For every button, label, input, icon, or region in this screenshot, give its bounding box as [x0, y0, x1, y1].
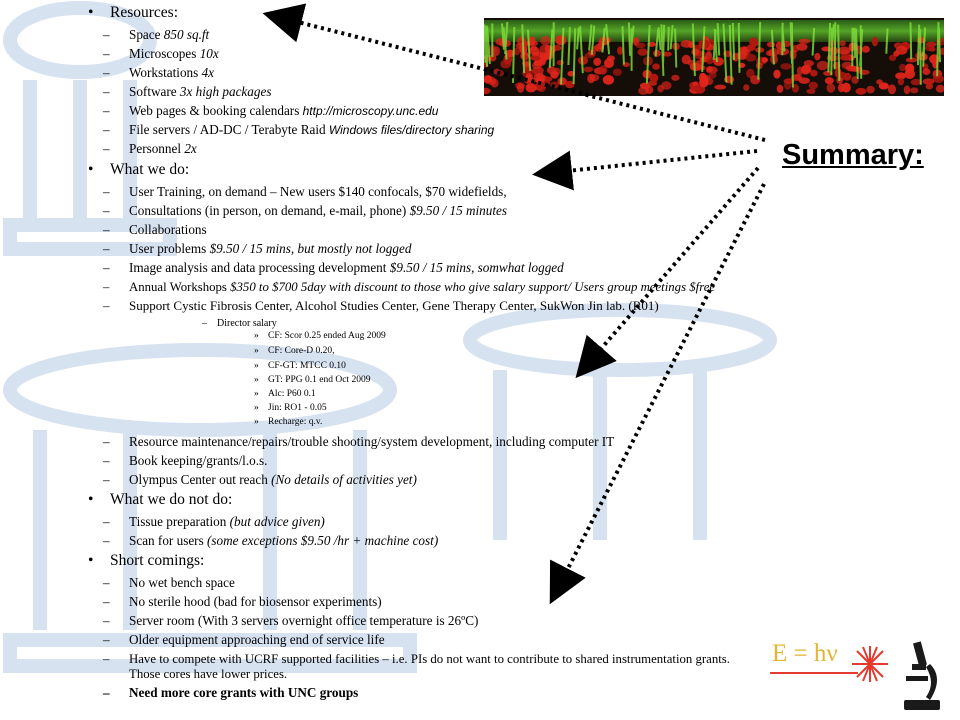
resource-item: Personnel 2x: [103, 141, 197, 157]
salary-line: GT: PPG 0.1 end Oct 2009: [254, 375, 371, 386]
salary-line: CF: Scor 0.25 ended Aug 2009: [254, 331, 386, 342]
shortcoming-item: Have to compete with UCRF supported faci…: [103, 651, 730, 667]
section-what-we-do-not-do-label: What we do not do:: [88, 491, 232, 509]
salary-line: Recharge: q.v.: [254, 417, 322, 428]
section-what-we-do-label: What we do:: [88, 161, 189, 179]
activity-item: User problems $9.50 / 15 mins, but mostl…: [103, 241, 411, 257]
section-resources-label: Resources:: [88, 4, 178, 22]
shortcoming-item: Server room (With 3 servers overnight of…: [103, 613, 478, 629]
salary-line: Alc: P60 0.1: [254, 389, 316, 400]
activity-item: Book keeping/grants/l.o.s.: [103, 453, 268, 469]
activity-item: User Training, on demand – New users $14…: [103, 184, 507, 200]
resource-item: Microscopes 10x: [103, 46, 219, 62]
activity-item: Collaborations: [103, 222, 207, 238]
web-link: http://microscopy.unc.edu: [302, 104, 439, 118]
shortcoming-item: No sterile hood (bad for biosensor exper…: [103, 594, 382, 610]
salary-line: CF-GT: MTCC 0.10: [254, 361, 346, 372]
salary-line: Jin: RO1 - 0.05: [254, 403, 326, 414]
resource-item: File servers / AD-DC / Terabyte Raid Win…: [103, 122, 494, 138]
exclusion-item: Tissue preparation (but advice given): [103, 514, 325, 530]
microscope-logo: [770, 641, 940, 710]
salary-line: CF: Core-D 0.20,: [254, 346, 334, 357]
director-salary-label: Director salary: [202, 318, 277, 330]
exclusion-item: Scan for users (some exceptions $9.50 /h…: [103, 533, 438, 549]
resource-item: Web pages & booking calendars http://mic…: [103, 103, 439, 119]
shortcoming-item: Need more core grants with UNC groups: [103, 685, 358, 701]
activity-item: Consultations (in person, on demand, e-m…: [103, 203, 507, 219]
activity-item: Resource maintenance/repairs/trouble sho…: [103, 434, 614, 450]
page-title: Summary:: [782, 139, 924, 171]
activity-item: Image analysis and data processing devel…: [103, 260, 564, 276]
resource-item: Software 3x high packages: [103, 84, 272, 100]
starburst-icon: [852, 646, 888, 682]
shortcoming-item: No wet bench space: [103, 575, 235, 591]
section-short-comings-label: Short comings:: [88, 552, 204, 570]
activity-item: Olympus Center out reach (No details of …: [103, 472, 417, 488]
microscope-icon: [904, 641, 940, 710]
resource-item: Workstations 4x: [103, 65, 214, 81]
activity-item: Annual Workshops $350 to $700 5day with …: [103, 279, 715, 295]
activity-item: Support Cystic Fibrosis Center, Alcohol …: [103, 298, 659, 314]
shortcoming-item: Older equipment approaching end of servi…: [103, 632, 385, 648]
shortcoming-item-continued: Those cores have lower prices.: [129, 667, 288, 681]
resource-item: Space 850 sq.ft: [103, 27, 209, 43]
formula-e-equals-h-nu: E = hν: [772, 640, 838, 667]
